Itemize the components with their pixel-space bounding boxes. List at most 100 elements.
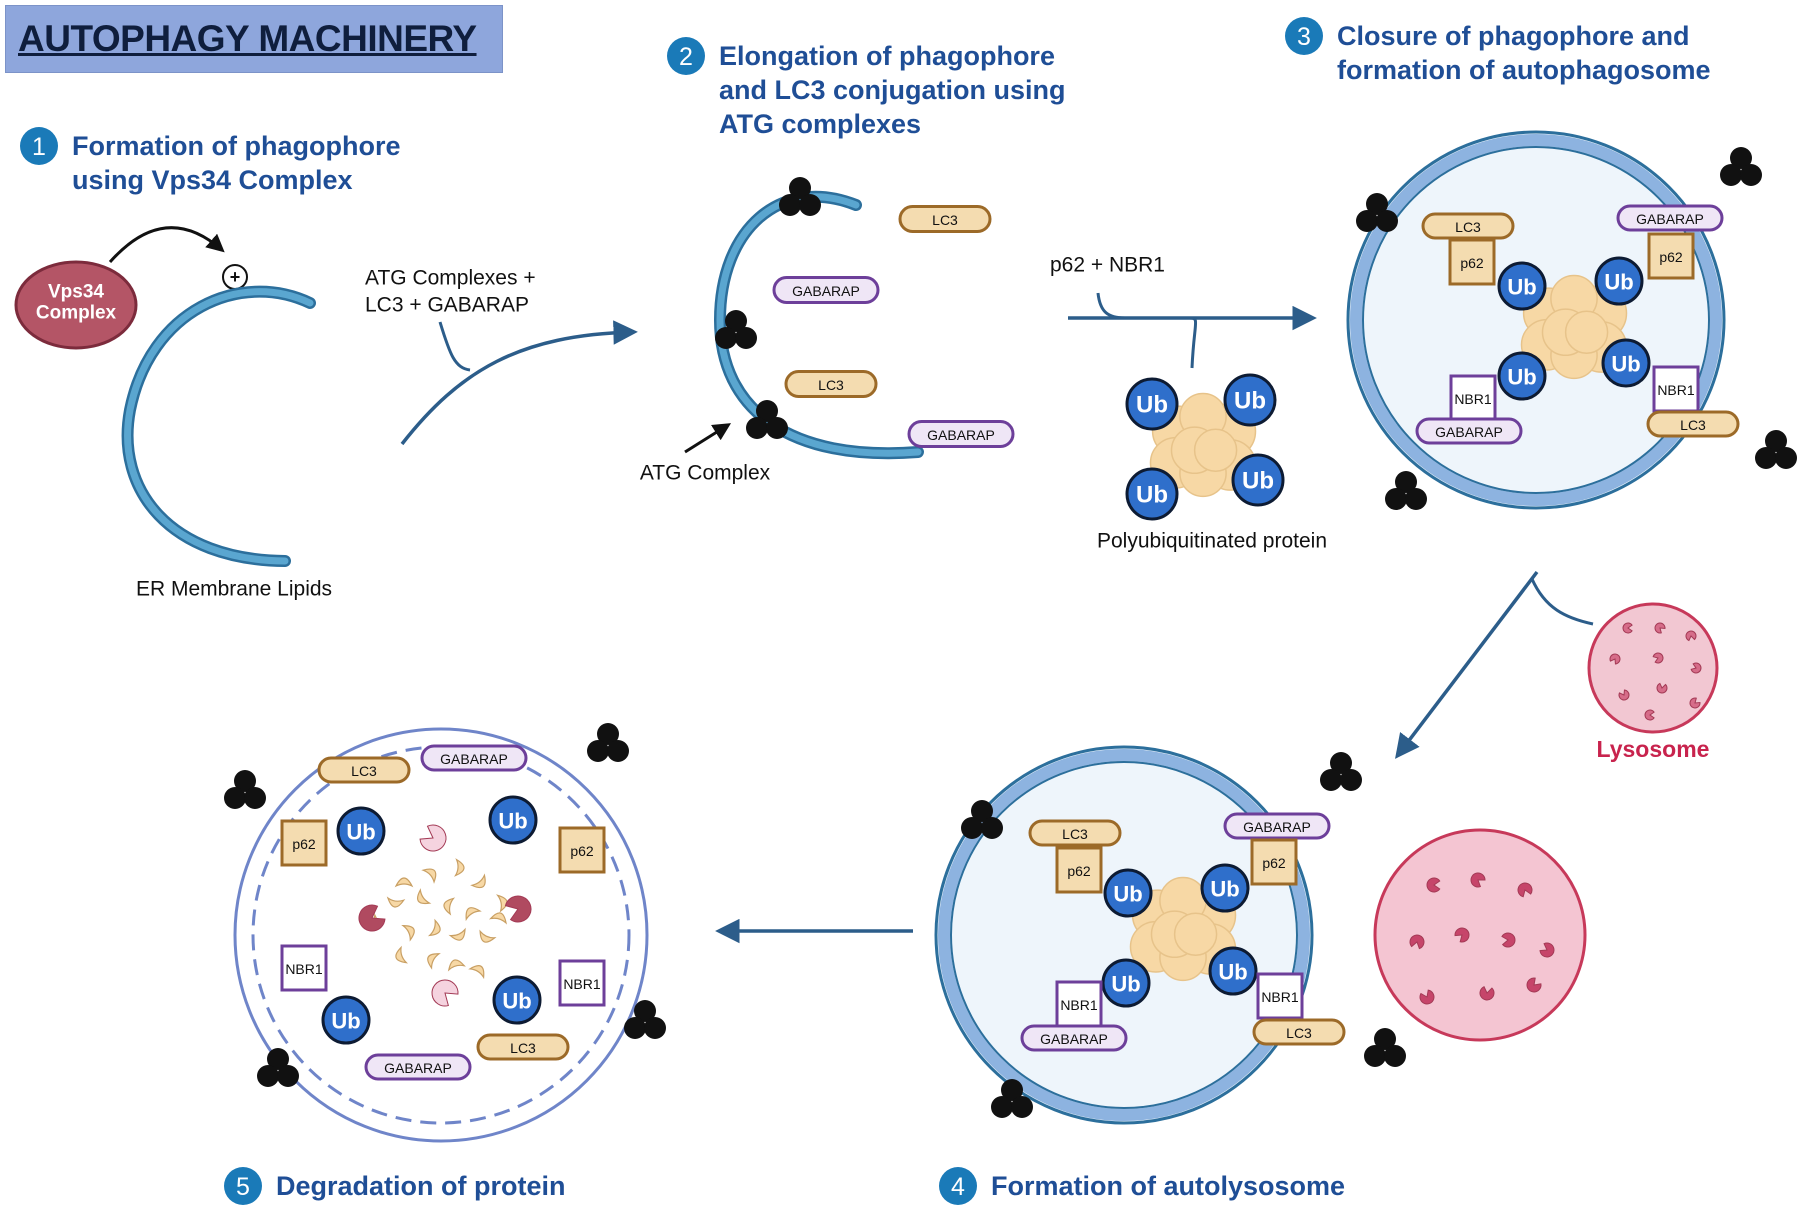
atg-complex-dot (799, 194, 821, 216)
step-3-title-line: formation of autophagosome (1337, 55, 1711, 85)
enzyme-shape (1609, 653, 1621, 665)
p62-marker: p62 (558, 826, 606, 874)
activation-arrow (108, 226, 225, 263)
phagophore-outline (713, 190, 924, 460)
atg-complex-icon (624, 1000, 666, 1039)
ub-label: Ub (331, 1009, 360, 1034)
enzyme-shape (1426, 877, 1441, 893)
lysosome-enzyme (1685, 630, 1697, 642)
p62-marker: p62 (1250, 838, 1298, 886)
polyub-label: Polyubiquitinated protein (1097, 530, 1327, 553)
lc3-label: LC3 (1455, 219, 1481, 235)
cargo-branch (1189, 316, 1198, 369)
atg-complex-icon (1385, 471, 1427, 510)
ub-circle (1103, 868, 1153, 918)
protein-blob (1173, 912, 1218, 956)
enzyme-icon (431, 979, 459, 1007)
step-4-title-line: Formation of autolysosome (991, 1171, 1345, 1201)
enzyme-shape (504, 895, 532, 923)
atg-complex-dot (1330, 752, 1352, 774)
p62-label: p62 (1460, 255, 1484, 271)
step-number: 5 (236, 1173, 250, 1201)
lysosome-label: Lysosome (1597, 736, 1710, 762)
atg-complex-dot (991, 1096, 1013, 1118)
atg-complex-dot (644, 1017, 666, 1039)
atg-input-label-2: LC3 + GABARAP (365, 294, 529, 317)
enzyme-shape (1470, 872, 1486, 888)
ub-circle (1601, 338, 1651, 388)
lc3-label: LC3 (818, 377, 844, 393)
ubiquitin-marker: Ub (336, 806, 386, 856)
nbr1-label: NBR1 (1454, 391, 1492, 407)
p62-box (1647, 232, 1695, 280)
p62-label: p62 (1659, 249, 1683, 265)
atg-input-label-1: ATG Complexes + (365, 267, 536, 290)
atg-complex-dot (624, 1017, 646, 1039)
atg-complex-icon (257, 1048, 299, 1087)
ub-label: Ub (1136, 482, 1168, 509)
lc3-marker: LC3 (898, 205, 992, 233)
atg-complex-pointer (684, 423, 732, 454)
ubiquitin-marker: Ub (1200, 863, 1250, 913)
enzyme-shape (1685, 630, 1697, 642)
atg-complex-dot (1775, 447, 1797, 469)
nbr1-box (558, 959, 606, 1007)
step-4-heading: 4 Formation of autolysosome (939, 1167, 1345, 1205)
lysosome-enzyme (1539, 942, 1555, 958)
gabarap-label: GABARAP (1243, 819, 1311, 835)
enzyme-shape (419, 824, 447, 852)
lysosome-enzyme (1654, 622, 1666, 634)
ubiquitin-marker: Ub (1601, 338, 1651, 388)
p62-label: p62 (570, 843, 594, 859)
p62-marker: p62 (1448, 238, 1496, 286)
enzyme-icon (358, 904, 386, 932)
p62-box (558, 826, 606, 874)
atg-complex-dot (961, 817, 983, 839)
atg-complex-icon (991, 1079, 1033, 1118)
atg-complex-dot (1384, 1045, 1406, 1067)
protein-fragment (479, 929, 497, 943)
protein-fragment (470, 873, 486, 889)
step-number: 1 (32, 133, 46, 161)
atg-complex-dot (766, 417, 788, 439)
step-number: 3 (1297, 23, 1311, 51)
ubiquitin-marker: Ub (1497, 261, 1547, 311)
atg-complex-dot (1730, 147, 1752, 169)
ub-label: Ub (1242, 468, 1274, 495)
step-number: 4 (951, 1173, 965, 1201)
lc3-label: LC3 (510, 1040, 536, 1056)
lysosome-enzyme (1526, 977, 1542, 993)
protein-blob (1564, 310, 1609, 354)
nbr1-label: NBR1 (1657, 382, 1695, 398)
protein-fragment (421, 868, 437, 884)
atg-complex-dot (597, 723, 619, 745)
ub-label: Ub (498, 809, 527, 834)
p62-label: p62 (1067, 863, 1091, 879)
lc3-marker: LC3 (1252, 1018, 1346, 1046)
enzyme-shape (1501, 932, 1516, 948)
lysosome-enzyme (1656, 682, 1668, 694)
atg-complex-dot (1740, 164, 1762, 186)
gabarap-pill (420, 744, 528, 772)
p62-nbr1-label: p62 + NBR1 (1050, 254, 1165, 277)
step-1-title-line: using Vps34 Complex (72, 165, 353, 195)
protein-fragment (417, 888, 432, 905)
nbr1-box (1652, 365, 1700, 413)
p62-marker: p62 (1055, 846, 1103, 894)
protein-fragment (468, 965, 485, 980)
ub-label: Ub (1210, 877, 1239, 902)
transition-3-4: Lysosome (1395, 570, 1719, 762)
protein-fragment (427, 918, 441, 937)
enzyme-shape (1652, 652, 1664, 664)
lc3-pill (1421, 212, 1515, 240)
enzyme-shape (1690, 662, 1702, 674)
atg-complex-dot (607, 740, 629, 762)
atg-complex-icon (961, 800, 1003, 839)
ub-circle (1497, 261, 1547, 311)
autolysosome-membrane (938, 749, 1310, 1121)
protein-fragment (496, 894, 508, 913)
